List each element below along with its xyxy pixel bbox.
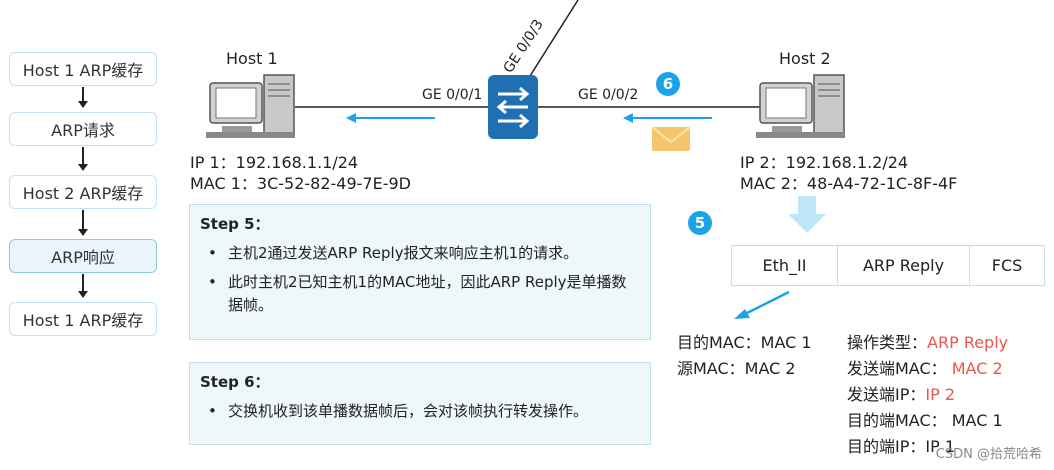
arp-field-target-mac: 目的端MAC： MAC 1: [847, 408, 1008, 434]
port-ge002: GE 0/0/2: [578, 87, 639, 103]
step6-box: Step 6： 交换机收到该单播数据帧后，会对该帧执行转发操作。: [189, 362, 651, 445]
step5-title: Step 5：: [200, 215, 270, 233]
watermark: CSDN @拾荒哈希: [935, 447, 1042, 462]
flow-item-host1-arp-cache: Host 1 ARP缓存: [9, 52, 157, 86]
frame-cell-fcs: FCS: [991, 256, 1023, 275]
arp-field-value: IP 2: [925, 385, 956, 404]
arp-field-sender-mac: 发送端MAC： MAC 2: [847, 356, 1008, 382]
arp-field-value: MAC 1: [951, 411, 1003, 430]
arp-field-key: 目的端IP：: [847, 437, 926, 456]
link-switch-uplink: [529, 0, 579, 77]
arp-field-target-ip: 目的端IP：IP 1: [847, 434, 1008, 460]
host1-label: Host 1: [226, 49, 278, 68]
eth-field-dst-mac: 目的MAC：MAC 1: [677, 333, 812, 352]
flow-item-label: Host 1 ARP缓存: [22, 61, 144, 80]
step6-bullet: 交换机收到该单播数据帧后，会对该帧执行转发操作。: [200, 400, 640, 423]
arp-field-key: 发送端IP：: [847, 385, 926, 404]
arp-fields: 操作类型：ARP Reply 发送端MAC： MAC 2 发送端IP：IP 2 …: [847, 330, 1008, 460]
step-badge-5: 5: [688, 211, 712, 235]
step5-box: Step 5： 主机2通过发送ARP Reply报文来响应主机1的请求。 此时主…: [189, 204, 651, 340]
step-badge-6: 6: [656, 72, 680, 96]
port-ge001: GE 0/0/1: [422, 87, 483, 103]
host1-mac: MAC 1：3C-52-82-49-7E-9D: [190, 174, 411, 193]
arp-field-sender-ip: 发送端IP：IP 2: [847, 382, 1008, 408]
arrow-to-host1: [346, 113, 435, 123]
arp-field-key: 发送端MAC：: [847, 359, 947, 378]
host2-ip: IP 2：192.168.1.2/24: [740, 153, 909, 172]
arp-field-key: 操作类型：: [847, 333, 928, 352]
eth-detail-arrow: [734, 290, 790, 319]
host1-ip: IP 1：192.168.1.1/24: [190, 153, 359, 172]
arp-field-value: MAC 2: [951, 359, 1003, 378]
flow-item-label: Host 2 ARP缓存: [22, 184, 144, 203]
flow-item-label: Host 1 ARP缓存: [22, 311, 144, 330]
flow-item-label: ARP请求: [51, 121, 115, 140]
frame-cell-arp-reply: ARP Reply: [838, 246, 970, 285]
envelope-icon: [651, 126, 691, 151]
host2-pc-icon: [756, 74, 845, 138]
flow-item-arp-request: ARP请求: [9, 112, 157, 146]
flow-item-host1-arp-cache-final: Host 1 ARP缓存: [9, 302, 157, 336]
arp-field-value: ARP Reply: [927, 333, 1009, 352]
flow-item-host2-arp-cache: Host 2 ARP缓存: [9, 175, 157, 209]
arrow-to-switch: [623, 113, 712, 123]
frame-cell-eth2: Eth_II: [732, 246, 838, 285]
eth-field-src-mac: 源MAC：MAC 2: [677, 359, 796, 378]
flow-item-label: ARP响应: [51, 248, 115, 267]
arp-field-key: 目的端MAC：: [847, 411, 947, 430]
arp-field-op: 操作类型：ARP Reply: [847, 330, 1008, 356]
switch-icon: [488, 75, 538, 139]
host1-pc-icon: [206, 74, 295, 138]
flow-item-arp-reply: ARP响应: [9, 239, 157, 273]
host2-label: Host 2: [779, 49, 831, 68]
host2-mac: MAC 2：48-A4-72-1C-8F-4F: [740, 174, 958, 193]
frame-down-arrow-icon: [788, 196, 826, 233]
arp-field-value: IP 1: [925, 437, 956, 456]
eth-fields: 目的MAC：MAC 1 源MAC：MAC 2: [677, 330, 812, 382]
step5-bullet: 此时主机2已知主机1的MAC地址，因此ARP Reply是单播数据帧。: [200, 271, 640, 317]
step5-bullet: 主机2通过发送ARP Reply报文来响应主机1的请求。: [200, 242, 640, 265]
frame-table: Eth_II ARP Reply FCS: [731, 245, 1045, 286]
step6-title: Step 6：: [200, 373, 270, 391]
